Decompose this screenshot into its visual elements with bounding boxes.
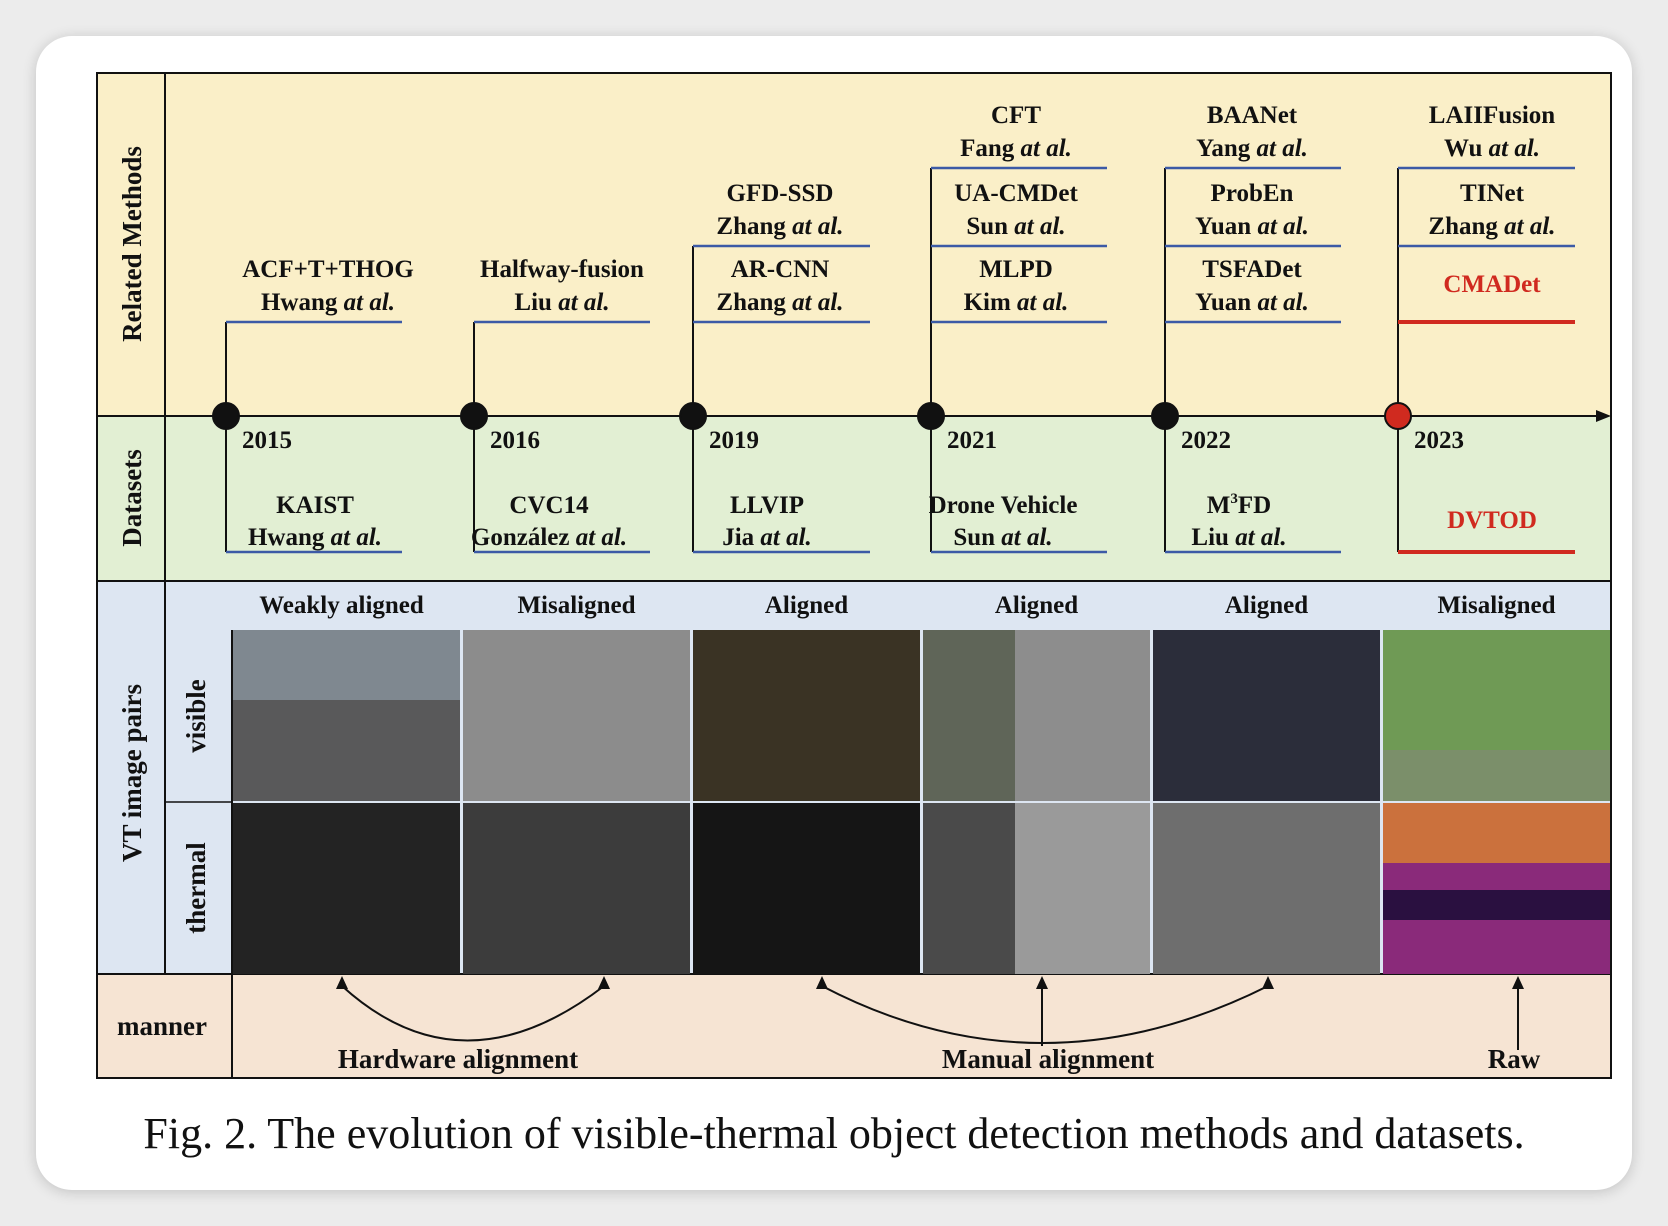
diagram-frame [96, 72, 1612, 1079]
dataset-name: DVTOD [1447, 507, 1537, 534]
method-name: TSFADet [1202, 256, 1302, 283]
label-vt-image-pairs: VT image pairs [117, 684, 147, 862]
method-name: GFD-SSD [727, 180, 834, 207]
method-author: Fang at al. [960, 135, 1072, 162]
thermal-image-cold [1383, 890, 1610, 920]
timeline-node-highlight [1384, 402, 1412, 430]
timeline-layer: 2015 2016 2019 2021 2022 2023 [212, 402, 1464, 454]
manner-raw-label: Raw [1488, 1044, 1541, 1074]
thermal-image [1153, 803, 1380, 974]
thermal-image [233, 803, 460, 974]
label-thermal: thermal [181, 842, 211, 934]
method-author: Zhang at al. [1428, 213, 1555, 240]
method-author: Kim at al. [964, 289, 1069, 316]
dataset-name: LLVIP [730, 492, 804, 519]
method-name: LAIIFusion [1429, 102, 1556, 129]
datasets-band [97, 416, 1611, 581]
alignment-label: Aligned [1225, 592, 1308, 619]
dataset-author: González at al. [471, 524, 627, 551]
year-label: 2022 [1181, 427, 1231, 454]
thermal-image-warm [1383, 803, 1610, 863]
thermal-image-road [1015, 803, 1150, 974]
alignment-label: Misaligned [517, 592, 635, 619]
method-name: CMADet [1443, 271, 1541, 298]
method-author: Zhang at al. [716, 213, 843, 240]
method-name: ACF+T+THOG [242, 256, 414, 283]
alignment-label: Weakly aligned [259, 592, 424, 619]
alignment-label: Aligned [765, 592, 848, 619]
arrowhead [1036, 976, 1048, 989]
visible-image [463, 630, 690, 801]
manner-manual-label: Manual alignment [942, 1044, 1154, 1074]
method-author: Yang at al. [1196, 135, 1308, 162]
visible-image-road [1015, 630, 1150, 801]
visible-image [693, 630, 920, 801]
visible-image-trees [1383, 630, 1610, 750]
method-author: Liu at al. [514, 289, 609, 316]
method-name: BAANet [1207, 102, 1298, 129]
method-author: Yuan at al. [1195, 213, 1309, 240]
image-pairs-layer: Weakly aligned Misaligned Aligned Aligned Al… [233, 592, 1610, 974]
year-label: 2021 [947, 427, 997, 454]
arrowhead [1262, 976, 1274, 989]
year-label: 2015 [242, 427, 292, 454]
timeline-arrowhead [1596, 410, 1611, 422]
method-author: Zhang at al. [716, 289, 843, 316]
method-author: Sun at al. [966, 213, 1065, 240]
dataset-name: CVC14 [509, 492, 589, 519]
dataset-name: M3FD [1207, 491, 1271, 519]
method-name: MLPD [979, 256, 1053, 283]
method-name: CFT [991, 102, 1041, 129]
alignment-label: Aligned [995, 592, 1078, 619]
label-visible: visible [181, 679, 211, 753]
arrowhead [1512, 976, 1524, 989]
thermal-image [463, 803, 690, 974]
label-datasets: Datasets [117, 449, 147, 546]
dataset-author: Sun at al. [953, 524, 1052, 551]
dataset-name: Drone Vehicle [929, 492, 1078, 519]
timeline-node [460, 402, 488, 430]
method-name: ProbEn [1211, 180, 1294, 207]
arrowhead [816, 976, 828, 989]
arrowhead [598, 976, 610, 989]
dataset-author: Jia at al. [722, 524, 812, 551]
label-manner: manner [117, 1011, 207, 1041]
visible-image [1153, 630, 1380, 801]
manner-layer: Hardware alignment Manual alignment Raw [336, 976, 1541, 1074]
timeline-node [212, 402, 240, 430]
methods-layer: ACF+T+THOG Hwang at al. Halfway-fusionLiu … [225, 102, 1575, 416]
manner-hardware-label: Hardware alignment [338, 1044, 578, 1074]
timeline-node [1151, 402, 1179, 430]
method-name: Halfway-fusion [480, 256, 644, 283]
dataset-author: Liu at al. [1191, 524, 1286, 551]
method-name: AR-CNN [731, 256, 830, 283]
figure-caption: Fig. 2. The evolution of visible-thermal… [143, 1109, 1525, 1158]
method-author: Hwang at al. [261, 289, 395, 316]
hardware-alignment-arrow [341, 985, 605, 1042]
year-label: 2016 [490, 427, 540, 454]
method-name: TINet [1460, 180, 1525, 207]
dataset-name: KAIST [276, 492, 354, 519]
method-author: Wu at al. [1444, 135, 1540, 162]
timeline-node [679, 402, 707, 430]
thermal-image [693, 803, 920, 974]
arrowhead [336, 976, 348, 989]
label-related-methods: Related Methods [117, 146, 147, 342]
visible-image-sky [233, 630, 460, 700]
manner-band [97, 974, 1611, 1078]
method-name: UA-CMDet [954, 180, 1078, 207]
timeline-node [917, 402, 945, 430]
method-author: Yuan at al. [1195, 289, 1309, 316]
methods-band [97, 73, 1611, 416]
dataset-author: Hwang at al. [248, 524, 382, 551]
year-label: 2019 [709, 427, 759, 454]
year-label: 2023 [1414, 427, 1464, 454]
alignment-label: Misaligned [1437, 592, 1555, 619]
